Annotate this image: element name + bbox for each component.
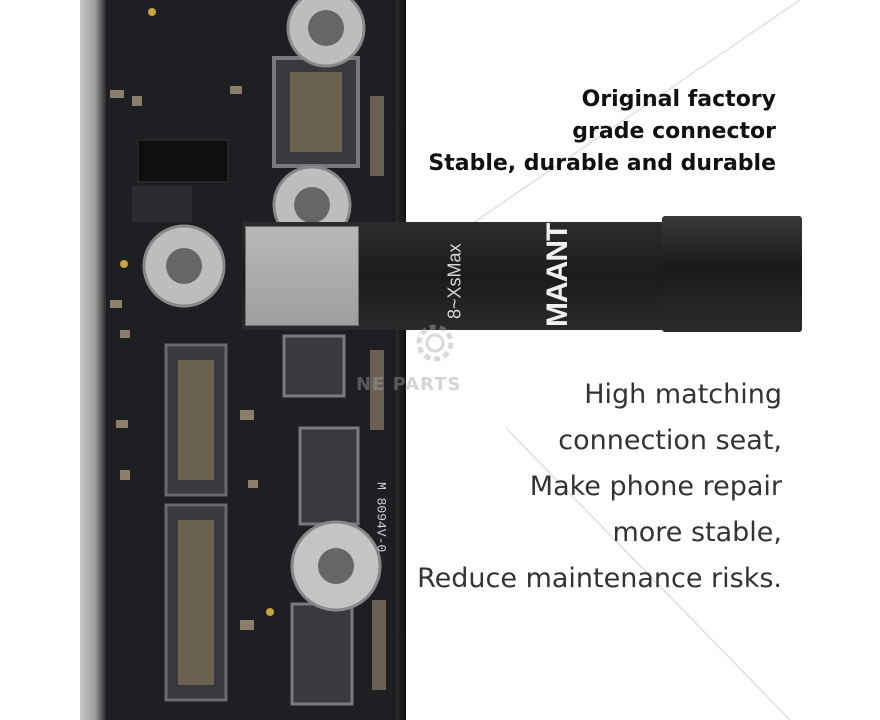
headline-line-3: Stable, durable and durable (428, 151, 776, 176)
body-copy: High matching connection seat, Make phon… (417, 372, 782, 602)
body-copy-line-3: Make phone repair (529, 471, 782, 502)
cable-plug (662, 216, 802, 332)
cable-contact-pad (245, 226, 359, 326)
cable-brand-label: MAANT (541, 223, 574, 327)
headline-line-1: Original factory (581, 87, 776, 112)
body-copy-line-4: more stable, (612, 517, 782, 548)
body-copy-line-5: Reduce maintenance risks. (417, 563, 782, 594)
body-copy-line-1: High matching (584, 379, 782, 410)
board-metal-edge (80, 0, 106, 720)
headline-line-2: grade connector (572, 119, 776, 144)
headline: Original factory grade connector Stable,… (428, 84, 776, 180)
body-copy-line-2: connection seat, (558, 425, 782, 456)
cable-model-label: 8~XsMax (444, 243, 465, 319)
watermark-gear-icon (416, 324, 454, 362)
board-marking-text: M 8094V-0 (373, 481, 389, 553)
circuit-board (80, 0, 406, 720)
board-right-edge (396, 0, 406, 720)
watermark-text: NE PARTS (356, 374, 462, 395)
board-components (110, 0, 386, 706)
